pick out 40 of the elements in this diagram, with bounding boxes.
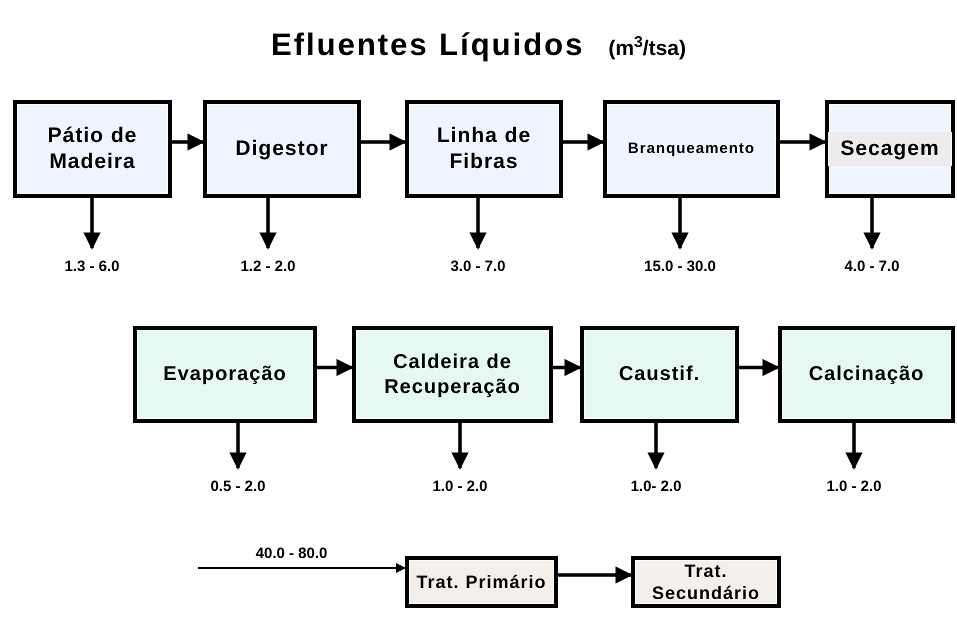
flow-value: 1.0 - 2.0	[410, 472, 510, 502]
arrow	[553, 358, 582, 376]
process-box: Linha de Fibras	[405, 100, 563, 198]
process-box: Caldeira de Recuperação	[352, 326, 553, 423]
flow-value: 1.2 - 2.0	[218, 252, 318, 282]
arrow	[647, 423, 665, 470]
flow-value: 4.0 - 7.0	[822, 252, 922, 282]
arrow	[172, 133, 205, 151]
process-box: Branqueamento	[603, 100, 780, 198]
process-box: Calcinação	[778, 326, 955, 423]
flow-value: 15.0 - 30.0	[625, 252, 735, 282]
process-box: Secagem	[825, 100, 955, 198]
process-box: Caustif.	[580, 326, 739, 423]
arrow	[451, 423, 469, 470]
arrow	[845, 423, 863, 470]
process-box: Digestor	[203, 100, 361, 198]
arrow	[317, 358, 354, 376]
arrow	[863, 198, 881, 250]
arrow	[739, 358, 780, 376]
arrow	[469, 198, 487, 250]
arrow	[780, 133, 827, 151]
arrow	[198, 563, 406, 573]
flow-value: 0.5 - 2.0	[188, 472, 288, 502]
arrow	[671, 198, 689, 250]
flow-value: 1.0- 2.0	[606, 472, 706, 502]
unit-label: (m$^{3}$/tsa)	[608, 33, 686, 62]
flow-value: 1.3 - 6.0	[42, 252, 142, 282]
process-box: Trat. Secundário	[631, 556, 781, 608]
arrow	[361, 133, 407, 151]
flow-value: 1.0 - 2.0	[804, 472, 904, 502]
arrow	[83, 198, 101, 250]
title: Efluentes Líquidos	[271, 26, 584, 64]
arrow	[259, 198, 277, 250]
flow-value: 3.0 - 7.0	[428, 252, 528, 282]
arrow	[563, 133, 605, 151]
arrow	[229, 423, 247, 470]
arrow	[558, 566, 633, 584]
process-box: Evaporação	[133, 326, 317, 423]
process-box: Trat. Primário	[405, 556, 558, 608]
process-box: Pátio de Madeira	[13, 100, 172, 198]
